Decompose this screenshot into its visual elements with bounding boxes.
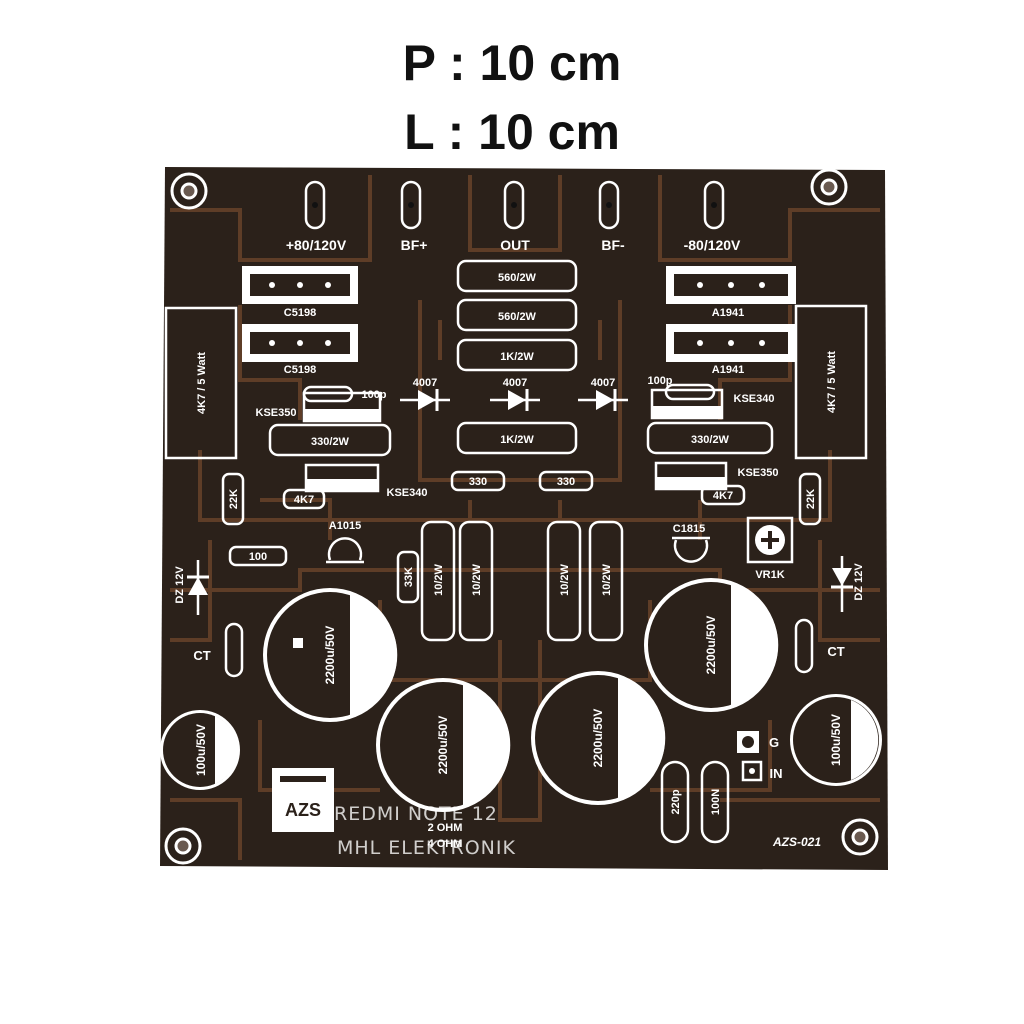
transistor-label: KSE350 <box>256 407 297 419</box>
transistor-pins <box>269 282 765 346</box>
resistor-label: 330 <box>469 476 487 488</box>
resistor-label: 22K <box>805 489 817 509</box>
width-dimension: L : 10 cm <box>404 104 620 160</box>
zener-label: DZ 12V <box>174 566 186 604</box>
resistor-label: 330 <box>557 476 575 488</box>
resistor-label: 100 <box>249 551 267 563</box>
capacitor-label: 2200u/50V <box>323 626 337 685</box>
resistor-label: 560/2W <box>498 272 537 284</box>
zener-label: DZ 12V <box>853 563 865 601</box>
diode-label: 4007 <box>503 377 527 389</box>
small-resistors <box>228 470 746 567</box>
signal-transistors <box>326 536 710 564</box>
resistor-label: 4K7 / 5 Watt <box>196 352 208 414</box>
power-resistors <box>164 304 868 460</box>
logo-block <box>272 768 334 832</box>
diode-label: 4007 <box>591 377 615 389</box>
transistor-label: KSE340 <box>734 393 775 405</box>
capacitor-label: 100u/50V <box>829 714 843 766</box>
mounting-holes <box>164 168 879 865</box>
transistor-label: A1015 <box>329 520 361 532</box>
ct-pads <box>224 618 814 678</box>
camera-watermark: REDMI NOTE 12 <box>334 803 498 825</box>
resistor-label: 10/2W <box>559 563 571 595</box>
capacitor-label: 100u/50V <box>194 724 208 776</box>
logo-text: AZS <box>285 800 321 820</box>
terminal-label: -80/120V <box>684 237 741 253</box>
center-resistors <box>456 259 578 455</box>
terminal-label: +80/120V <box>286 237 347 253</box>
emitter-resistors <box>420 520 624 642</box>
length-dimension: P : 10 cm <box>402 35 622 91</box>
capacitor-label: 100p <box>647 375 672 387</box>
trimmer-pot <box>746 516 794 564</box>
model-label: AZS-021 <box>772 835 821 849</box>
resistor-label: 1K/2W <box>500 434 534 446</box>
diodes <box>400 389 628 411</box>
transistor-label: KSE350 <box>738 467 779 479</box>
impedance-label: 4 OHM <box>428 838 463 850</box>
ct-label: CT <box>827 644 844 659</box>
resistor-label: 4K7 <box>713 490 733 502</box>
transistor-label: A1941 <box>712 364 744 376</box>
terminal-pads <box>304 180 725 230</box>
terminal-label: BF- <box>601 237 625 253</box>
resistor-label: 10/2W <box>601 563 613 595</box>
terminal-label: BF+ <box>401 237 428 253</box>
resistor-label: 1K/2W <box>500 351 534 363</box>
copper-traces <box>170 175 880 860</box>
filter-capacitors <box>160 578 882 812</box>
zener-diodes <box>187 556 853 615</box>
capacitor-label: 100N <box>710 789 722 815</box>
transistor-label: A1941 <box>712 307 744 319</box>
resistor-label: 330/2W <box>691 434 730 446</box>
output-caps <box>660 760 730 844</box>
capacitor-label: 100p <box>361 389 386 401</box>
ct-label: CT <box>193 648 210 663</box>
resistor-label: 33K <box>403 567 415 587</box>
transistor-label: KSE340 <box>387 487 428 499</box>
capacitor-label: 2200u/50V <box>704 616 718 675</box>
input-label: IN <box>770 766 783 781</box>
capacitor-label: 2200u/50V <box>436 716 450 775</box>
impedance-label: 2 OHM <box>428 822 463 834</box>
ground-label: G <box>769 735 779 750</box>
resistor-label: 330/2W <box>311 436 350 448</box>
terminal-label: OUT <box>500 237 530 253</box>
small-caps <box>302 383 716 403</box>
resistor-label: 560/2W <box>498 311 537 323</box>
vertical-resistors <box>221 472 822 604</box>
resistor-label: 4K7 <box>294 494 314 506</box>
capacitor-label: 2200u/50V <box>591 709 605 768</box>
resistor-label: 10/2W <box>433 563 445 595</box>
input-pads <box>737 731 763 782</box>
transistor-label: C5198 <box>284 364 316 376</box>
resistor-label: 4K7 / 5 Watt <box>826 351 838 413</box>
resistor-label: 10/2W <box>471 563 483 595</box>
transistor-label: C5198 <box>284 307 316 319</box>
trimmer-label: VR1K <box>755 569 784 581</box>
terminal-holes <box>312 202 717 208</box>
mid-resistors <box>268 421 774 457</box>
transistor-label: C1815 <box>673 523 705 535</box>
shop-watermark: MHL ELEKTRONIK <box>337 837 516 859</box>
resistor-label: 22K <box>228 489 240 509</box>
capacitor-label: 220p <box>670 789 682 814</box>
diode-label: 4007 <box>413 377 437 389</box>
